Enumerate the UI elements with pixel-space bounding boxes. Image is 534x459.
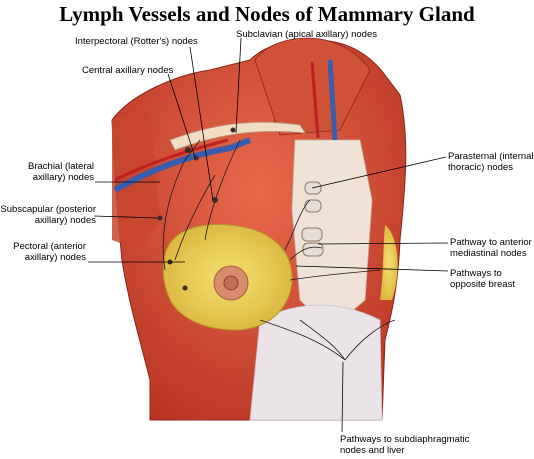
clavicle-bone	[169, 121, 306, 151]
neck-artery	[310, 61, 320, 139]
parasternal-node-2	[304, 199, 322, 213]
label-interpectoral-nodes: Interpectoral (Rotter's) nodes	[75, 36, 198, 47]
lymph-vessels	[162, 139, 396, 361]
label-parasternal-nodes: Parasternal (internal thoracic) nodes	[448, 151, 534, 173]
label-brachial-nodes: Brachial (lateral axillary) nodes	[28, 161, 94, 183]
label-opposite-breast-pathway: Pathways to opposite breast	[450, 268, 515, 290]
parasternal-node-4	[302, 242, 324, 257]
subclavian-vessel	[113, 137, 252, 193]
parasternal-node-3	[301, 227, 323, 242]
label-subclavian-nodes: Subclavian (apical axillary) nodes	[236, 29, 377, 40]
label-subdiaphragmatic-pathway: Pathways to subdiaphragmatic nodes and l…	[340, 434, 470, 456]
label-anterior-mediastinal-pathway: Pathway to anterior mediastinal nodes	[450, 237, 532, 259]
label-pectoral-nodes: Pectoral (anterior axillary) nodes	[13, 241, 86, 263]
neck-vein	[327, 59, 338, 141]
label-subscapular-nodes: Subscapular (posterior axillary) nodes	[0, 204, 96, 226]
leader-lines	[88, 37, 449, 433]
nipple	[223, 275, 239, 291]
abdomen-tissue	[249, 304, 383, 421]
diagram-title: Lymph Vessels and Nodes of Mammary Gland	[59, 2, 475, 26]
axillary-artery	[114, 138, 229, 182]
label-central-axillary-nodes: Central axillary nodes	[82, 65, 174, 76]
